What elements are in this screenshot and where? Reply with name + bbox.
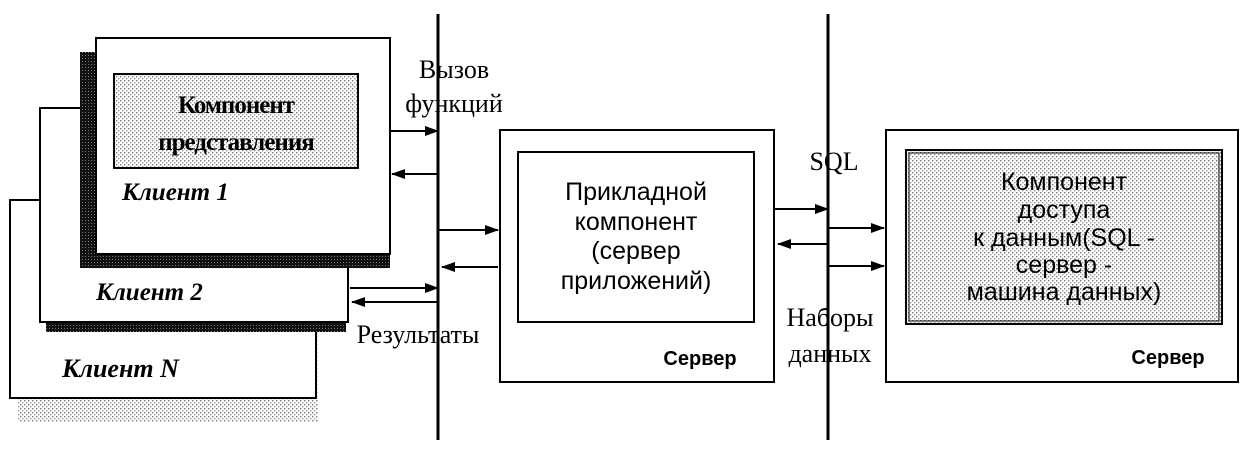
- data-access-line-1: Компонент: [1001, 168, 1128, 196]
- presentation-component-box: [113, 73, 359, 169]
- data-access-line-5: машина данных): [967, 278, 1162, 306]
- data-access-line-4: сервер -: [1016, 251, 1112, 279]
- db-server-card: Компонент доступа к данным(SQL - сервер …: [885, 129, 1239, 383]
- app-server-card: Прикладной компонент (сервер приложений)…: [499, 129, 775, 383]
- data-access-component-inner-border: [908, 152, 1220, 322]
- client-n-label: Клиент N: [61, 354, 180, 383]
- db-arrows: [774, 204, 885, 271]
- db-server-caption: Сервер: [1131, 347, 1204, 369]
- application-component-box: [517, 151, 755, 323]
- function-call-label-line-2: функций: [405, 89, 503, 118]
- client-arrows: [350, 126, 439, 307]
- app-server-arrows: [438, 225, 499, 272]
- function-call-label-line-1: Вызов: [419, 55, 489, 84]
- datasets-label-line-2: данных: [788, 339, 871, 368]
- application-component-line-2: компонент: [575, 208, 698, 236]
- presentation-component-line-1: Компонент: [178, 92, 295, 119]
- application-component-line-1: Прикладной: [565, 178, 707, 206]
- data-access-line-2: доступа: [1018, 196, 1111, 224]
- client-1-card: Компонент представления Клиент 1: [80, 37, 391, 268]
- application-component-line-4: приложений): [561, 267, 712, 295]
- sql-label: SQL: [809, 147, 858, 176]
- presentation-component-line-2: представления: [158, 129, 314, 156]
- application-component-line-3: (сервер: [591, 237, 680, 265]
- client-2-label: Клиент 2: [95, 279, 203, 306]
- datasets-label-line-1: Наборы: [786, 303, 873, 332]
- results-label: Результаты: [357, 320, 480, 349]
- client-1-label: Клиент 1: [121, 179, 229, 206]
- data-access-component-box: [905, 149, 1223, 325]
- data-access-line-3: к данным(SQL -: [973, 224, 1155, 252]
- app-server-caption: Сервер: [663, 348, 736, 370]
